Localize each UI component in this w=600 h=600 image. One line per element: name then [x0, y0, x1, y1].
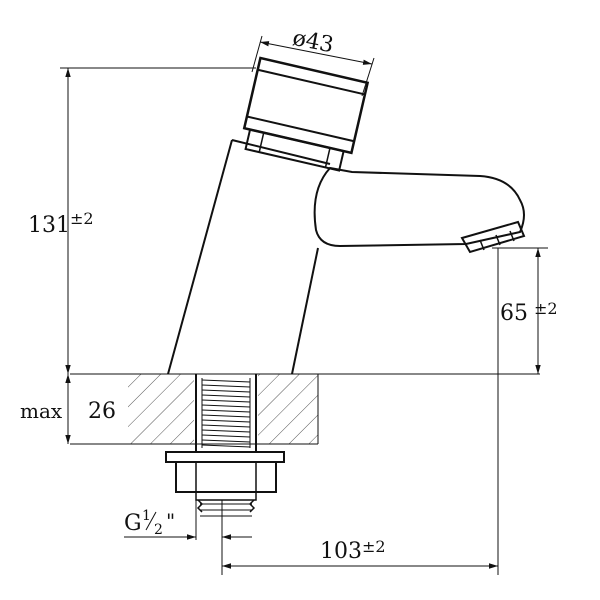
dim-reach: 103 ±2 [222, 248, 499, 575]
deck-value: 26 [88, 399, 116, 424]
thread-line [201, 389, 251, 393]
reach-tolerance: ±2 [362, 537, 386, 556]
thread-line [201, 404, 251, 408]
height-tolerance: ±2 [70, 209, 94, 228]
faucet-body [167, 139, 331, 375]
threaded-shank [195, 374, 257, 452]
thread-line [201, 399, 251, 403]
thread-line [201, 409, 251, 413]
faucet-spout [313, 166, 526, 254]
thread-line [201, 424, 251, 428]
thread-line [201, 379, 251, 383]
reach-label: 103 [320, 539, 362, 564]
thread-denominator: 2 [154, 522, 163, 538]
thread-line [201, 414, 251, 418]
thread-line [201, 439, 251, 443]
thread-line [201, 384, 251, 388]
thread-line [201, 394, 251, 398]
dim-thread: G 1 2 " [124, 500, 252, 575]
diameter-label: ø43 [290, 26, 335, 58]
thread-g-label: G [124, 511, 142, 536]
thread-line [201, 434, 251, 438]
dim-height: 131 ±2 [28, 67, 256, 374]
deck-max-label: max [20, 399, 63, 423]
dim-spout-height: 65 ±2 [492, 247, 558, 374]
lock-nut [165, 451, 285, 517]
spout-height-tolerance: ±2 [534, 299, 558, 318]
thread-line [201, 444, 251, 448]
dim-deck: max 26 [20, 374, 116, 444]
thread-line [201, 429, 251, 433]
thread-numerator: 1 [142, 508, 151, 524]
thread-line [201, 419, 251, 423]
spout-height-label: 65 [500, 301, 528, 326]
countertop-section [70, 373, 540, 445]
height-label: 131 [28, 213, 70, 238]
push-button-head [242, 56, 370, 172]
thread-inch-mark: " [166, 509, 175, 533]
